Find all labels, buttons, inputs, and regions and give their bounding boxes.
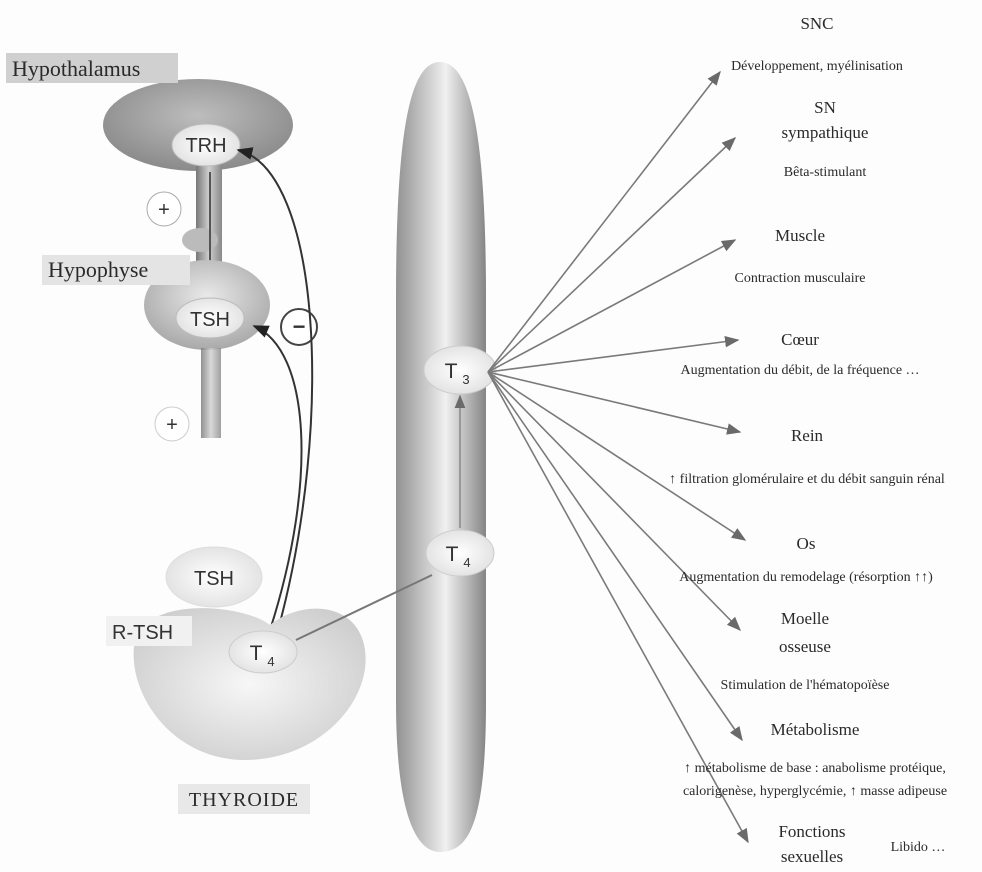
target-arrows	[488, 72, 748, 842]
target-name: sympathique	[782, 123, 869, 142]
target-effect: Contraction musculaire	[734, 271, 865, 286]
blood-vessel	[396, 62, 486, 852]
thyroid-label: THYROIDE	[189, 789, 299, 811]
target-effect: Augmentation du remodelage (résorption ↑…	[679, 570, 933, 585]
target-arrow	[488, 138, 735, 372]
target-effect: calorigenèse, hyperglycémie, ↑ masse adi…	[683, 784, 947, 799]
r-tsh-label: R-TSH	[112, 622, 173, 644]
target-arrow	[488, 372, 745, 540]
target-effect: Augmentation du débit, de la fréquence …	[680, 363, 919, 378]
vessel-t3-base: T	[445, 360, 458, 383]
target-name: Cœur	[781, 330, 819, 349]
target-effect: ↑ métabolisme de base : anabolisme proté…	[684, 761, 946, 776]
target-arrow	[488, 240, 735, 372]
target-effect: Bêta-stimulant	[784, 165, 867, 180]
thyroid-t4-sub: 4	[267, 654, 274, 669]
stimulation-sign-1: +	[158, 199, 170, 221]
vessel-t3-sub: 3	[462, 372, 469, 387]
target-name: Muscle	[775, 226, 825, 245]
stalk-bulge	[182, 228, 218, 252]
vessel-t4-sub: 4	[463, 555, 470, 570]
thyroid-t4-base: T	[250, 642, 263, 665]
inhibition-sign: −	[293, 314, 306, 339]
target-name: sexuelles	[781, 847, 843, 866]
target-name: Rein	[791, 426, 824, 445]
vessel-t3-pill	[424, 346, 496, 394]
target-effect: Libido …	[891, 840, 946, 855]
target-arrow	[488, 372, 742, 740]
target-effect: ↑ filtration glomérulaire et du débit sa…	[669, 472, 945, 487]
target-effect: Développement, myélinisation	[731, 59, 903, 74]
hypothalamus-label: Hypothalamus	[12, 56, 140, 81]
trh-label: TRH	[185, 135, 226, 157]
target-arrow	[488, 372, 740, 630]
target-name: SNC	[800, 14, 833, 33]
target-name: Fonctions	[778, 822, 845, 841]
vessel-t4-pill	[426, 530, 494, 576]
target-effect: Stimulation de l'hématopoïèse	[721, 678, 890, 693]
target-arrow	[488, 372, 740, 432]
thyroid-tsh-label: TSH	[194, 568, 234, 590]
hypophyse-label: Hypophyse	[48, 257, 148, 282]
target-arrow	[488, 72, 720, 372]
stimulation-sign-2: +	[166, 414, 178, 436]
target-name: osseuse	[779, 637, 831, 656]
thyroid-t4-pill	[229, 631, 297, 673]
pituitary-lower-stalk	[201, 348, 221, 438]
vessel-t4-base: T	[446, 543, 459, 566]
target-name: SN	[814, 98, 836, 117]
tsh-label: TSH	[190, 309, 230, 331]
target-name: Os	[797, 534, 816, 553]
target-name: Moelle	[781, 609, 829, 628]
target-name: Métabolisme	[771, 720, 860, 739]
